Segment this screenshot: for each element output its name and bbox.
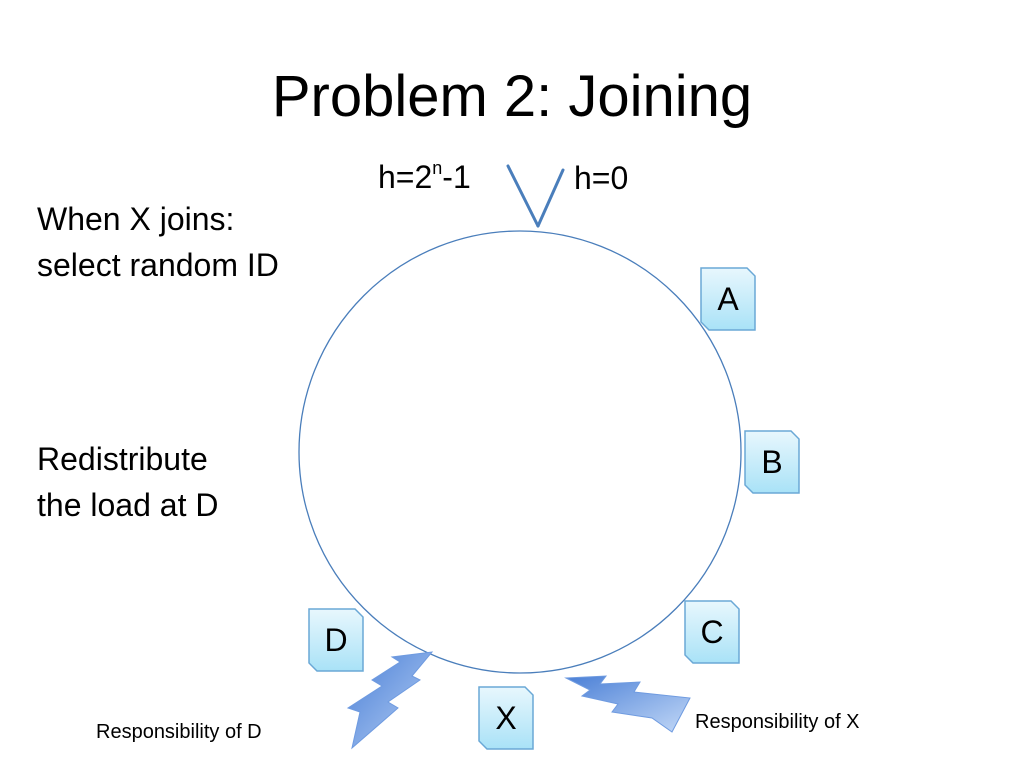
hash-max-exponent: n	[432, 158, 443, 178]
node-x: X	[478, 686, 534, 750]
node-x-shape	[478, 686, 534, 750]
node-c-label: C	[700, 614, 724, 650]
node-b-shape	[744, 430, 800, 494]
arrow-down-icon	[506, 164, 565, 228]
join-description-line-1: When X joins:	[37, 201, 235, 237]
join-description-line-2: select random ID	[37, 247, 279, 283]
redistribute-line-2: the load at D	[37, 487, 219, 523]
node-a: A	[700, 267, 756, 331]
node-c: C	[684, 600, 740, 664]
node-b-label: B	[761, 444, 783, 480]
responsibility-x-label: Responsibility of X	[695, 711, 860, 733]
node-a-shape	[700, 267, 756, 331]
node-d: D	[308, 608, 364, 672]
lightning-bolt-icon	[564, 675, 691, 733]
node-x-label: X	[495, 700, 517, 736]
hash-zero-label: h=0	[574, 160, 629, 196]
slide-title: Problem 2: Joining	[271, 64, 753, 129]
node-d-label: D	[324, 622, 348, 658]
node-b: B	[744, 430, 800, 494]
hash-max-label: h=2n-1	[378, 150, 471, 195]
hash-max-tail: -1	[442, 159, 471, 195]
redistribute-line-1: Redistribute	[37, 441, 208, 477]
node-a-label: A	[717, 281, 739, 317]
hash-max-base: h=2	[378, 159, 433, 195]
node-d-shape	[308, 608, 364, 672]
lightning-bolt-icon	[346, 651, 434, 750]
redistribute-description: Redistribute the load at D	[37, 436, 218, 528]
hash-ring	[298, 230, 742, 674]
responsibility-d-label: Responsibility of D	[96, 721, 262, 743]
join-description: When X joins: select random ID	[37, 196, 279, 288]
node-c-shape	[684, 600, 740, 664]
